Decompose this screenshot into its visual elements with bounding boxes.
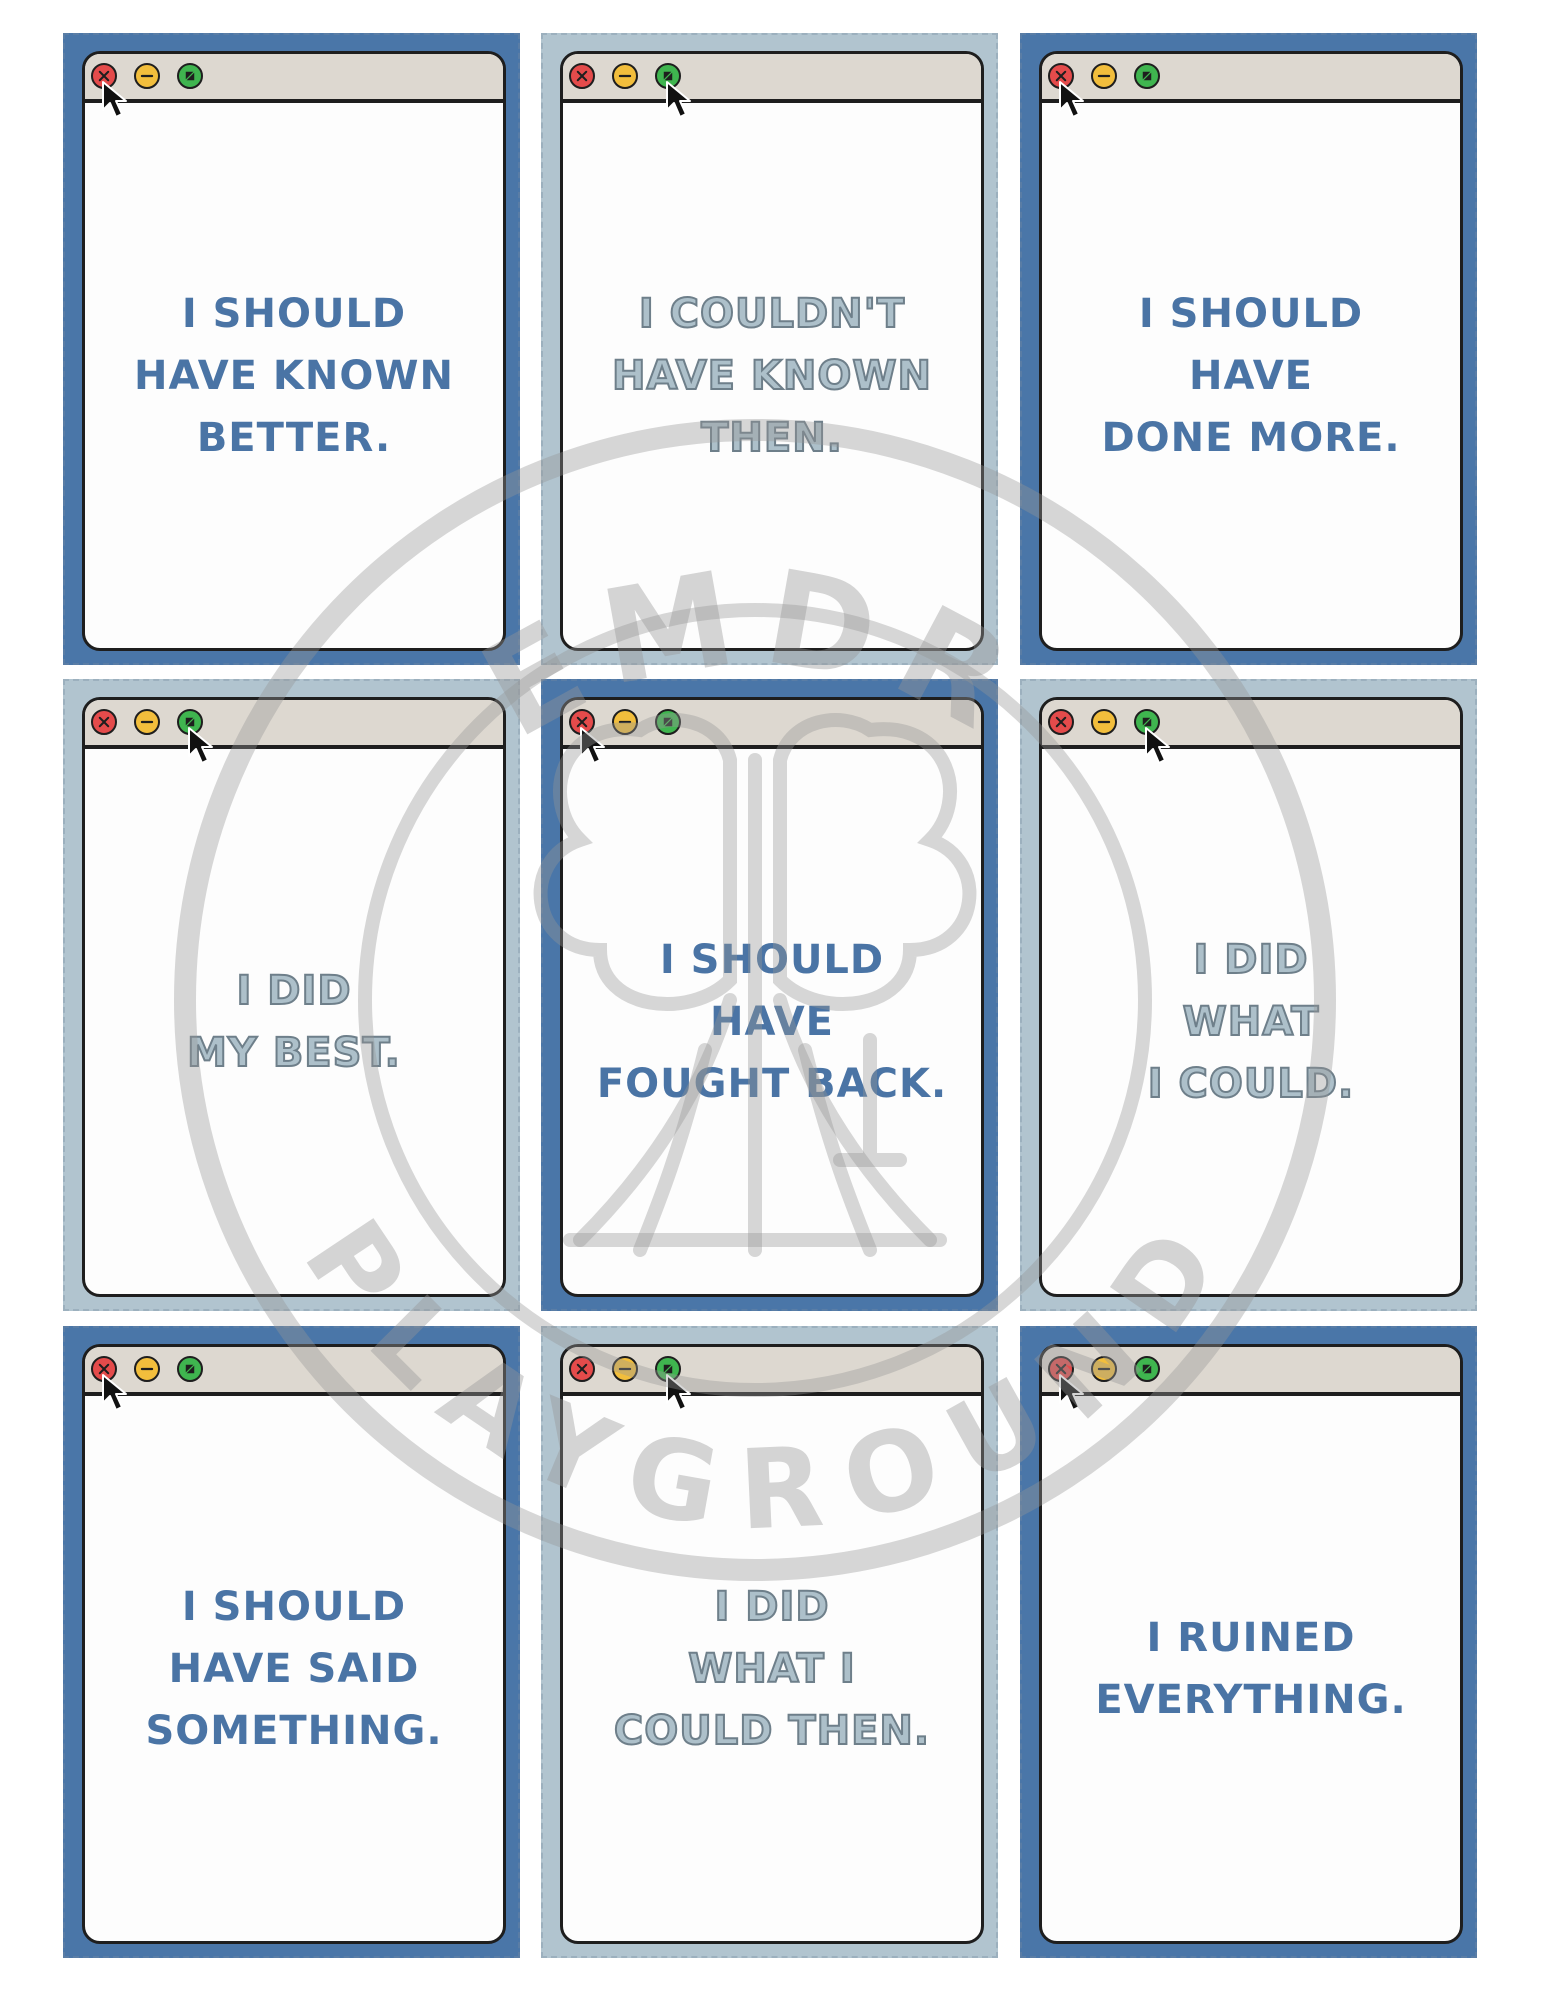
window-titlebar — [1042, 700, 1460, 764]
minimize-icon — [1091, 1356, 1117, 1382]
maximize-icon — [655, 709, 681, 735]
window-content: I SHOULD HAVE KNOWN BETTER. — [85, 103, 503, 648]
close-icon — [569, 63, 595, 89]
window-titlebar — [563, 54, 981, 118]
affirmation-card: I DID MY BEST. — [63, 679, 520, 1311]
affirmation-card: I SHOULD HAVE DONE MORE. — [1020, 33, 1477, 665]
card-window: I COULDN'T HAVE KNOWN THEN. — [560, 51, 984, 651]
window-content: I SHOULD HAVE FOUGHT BACK. — [563, 749, 981, 1294]
arrow-cursor-icon — [665, 1373, 699, 1413]
card-statement: I DID WHAT I COULD. — [1147, 936, 1355, 1108]
window-content: I DID MY BEST. — [85, 749, 503, 1294]
affirmation-card: I COULDN'T HAVE KNOWN THEN. — [541, 33, 998, 665]
arrow-cursor-icon — [579, 726, 613, 766]
window-titlebar — [1042, 1347, 1460, 1411]
window-content: I DID WHAT I COULD THEN. — [563, 1396, 981, 1941]
window-content: I RUINED EVERYTHING. — [1042, 1396, 1460, 1941]
affirmation-card: I SHOULD HAVE KNOWN BETTER. — [63, 33, 520, 665]
card-window: I SHOULD HAVE SAID SOMETHING. — [82, 1344, 506, 1944]
close-icon — [1048, 709, 1074, 735]
card-statement: I SHOULD HAVE DONE MORE. — [1101, 290, 1401, 461]
affirmation-card: I DID WHAT I COULD THEN. — [541, 1326, 998, 1958]
window-titlebar — [85, 1347, 503, 1411]
minimize-icon — [1091, 63, 1117, 89]
card-window: I DID MY BEST. — [82, 697, 506, 1297]
minimize-icon — [1091, 709, 1117, 735]
minimize-icon — [612, 709, 638, 735]
maximize-icon — [1134, 1356, 1160, 1382]
close-icon — [91, 709, 117, 735]
arrow-cursor-icon — [1144, 726, 1178, 766]
affirmation-card: I SHOULD HAVE FOUGHT BACK. — [541, 679, 998, 1311]
arrow-cursor-icon — [1058, 80, 1092, 120]
close-icon — [569, 1356, 595, 1382]
arrow-cursor-icon — [1058, 1373, 1092, 1413]
card-statement: I RUINED EVERYTHING. — [1095, 1614, 1407, 1723]
affirmation-card: I RUINED EVERYTHING. — [1020, 1326, 1477, 1958]
arrow-cursor-icon — [665, 80, 699, 120]
card-statement: I SHOULD HAVE SAID SOMETHING. — [145, 1583, 443, 1754]
minimize-icon — [612, 63, 638, 89]
minimize-icon — [134, 1356, 160, 1382]
affirmation-card: I DID WHAT I COULD. — [1020, 679, 1477, 1311]
window-content: I SHOULD HAVE SAID SOMETHING. — [85, 1396, 503, 1941]
card-statement: I SHOULD HAVE KNOWN BETTER. — [134, 290, 454, 461]
card-window: I SHOULD HAVE DONE MORE. — [1039, 51, 1463, 651]
window-titlebar — [85, 54, 503, 118]
minimize-icon — [612, 1356, 638, 1382]
window-content: I DID WHAT I COULD. — [1042, 749, 1460, 1294]
card-window: I RUINED EVERYTHING. — [1039, 1344, 1463, 1944]
card-window: I DID WHAT I COULD. — [1039, 697, 1463, 1297]
card-window: I SHOULD HAVE KNOWN BETTER. — [82, 51, 506, 651]
maximize-icon — [1134, 63, 1160, 89]
card-statement: I SHOULD HAVE FOUGHT BACK. — [596, 936, 948, 1107]
card-statement: I COULDN'T HAVE KNOWN THEN. — [611, 290, 932, 462]
card-window: I SHOULD HAVE FOUGHT BACK. — [560, 697, 984, 1297]
minimize-icon — [134, 709, 160, 735]
window-content: I COULDN'T HAVE KNOWN THEN. — [563, 103, 981, 648]
window-titlebar — [85, 700, 503, 764]
card-window: I DID WHAT I COULD THEN. — [560, 1344, 984, 1944]
window-titlebar — [1042, 54, 1460, 118]
affirmation-card: I SHOULD HAVE SAID SOMETHING. — [63, 1326, 520, 1958]
maximize-icon — [177, 63, 203, 89]
arrow-cursor-icon — [187, 726, 221, 766]
arrow-cursor-icon — [101, 1373, 135, 1413]
window-titlebar — [563, 700, 981, 764]
window-titlebar — [563, 1347, 981, 1411]
card-statement: I DID WHAT I COULD THEN. — [613, 1583, 931, 1755]
close-icon — [1048, 63, 1074, 89]
arrow-cursor-icon — [101, 80, 135, 120]
maximize-icon — [177, 1356, 203, 1382]
card-statement: I DID MY BEST. — [186, 967, 401, 1077]
minimize-icon — [134, 63, 160, 89]
window-content: I SHOULD HAVE DONE MORE. — [1042, 103, 1460, 648]
